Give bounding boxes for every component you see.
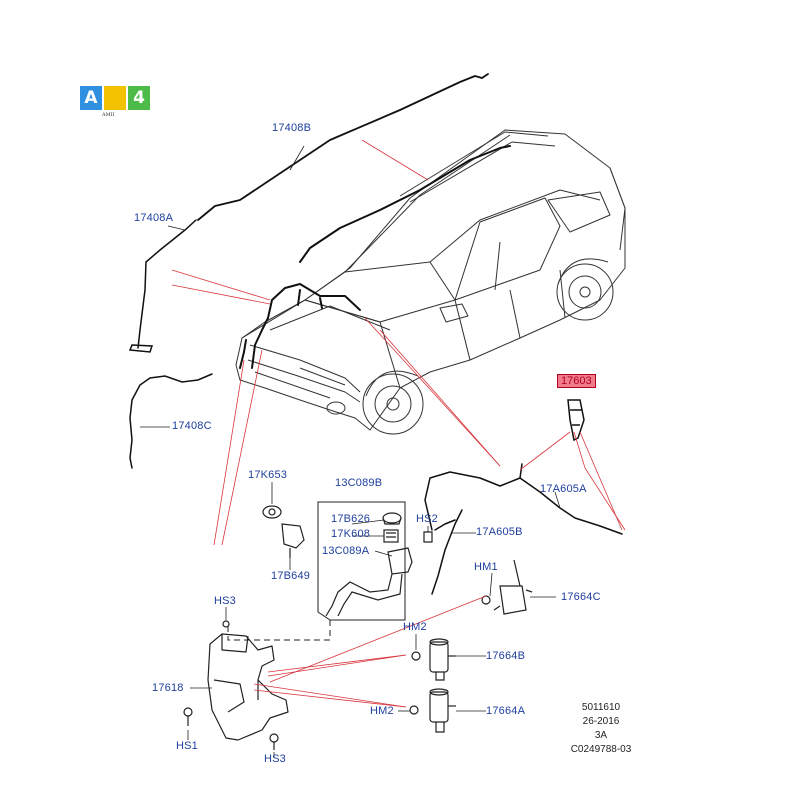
label-17664A: 17664A xyxy=(486,705,526,717)
reference-line-1: 5011610 xyxy=(581,702,621,713)
label-17408A: 17408A xyxy=(134,212,174,224)
pump-17664B xyxy=(411,638,456,681)
reference-line-3: 3A xyxy=(594,730,608,741)
box-13C089B xyxy=(227,501,406,641)
label-17603-highlighted: 17603 xyxy=(557,374,596,388)
label-17664B: 17664B xyxy=(486,650,526,662)
label-HS2: HS2 xyxy=(416,513,438,525)
reservoir-17618 xyxy=(207,633,289,741)
label-17A605B: 17A605B xyxy=(476,526,523,538)
label-17B626: 17B626 xyxy=(331,513,371,525)
label-HS1: HS1 xyxy=(176,740,198,752)
hose-17408A xyxy=(128,219,197,353)
washer-jet-17603 xyxy=(567,399,585,442)
hose-17408B xyxy=(197,73,489,221)
logo-middle-box xyxy=(104,86,126,110)
connector-HS2 xyxy=(423,531,433,543)
label-17A605A: 17A605A xyxy=(540,483,587,495)
label-HM1: HM1 xyxy=(474,561,498,573)
label-13C089B: 13C089B xyxy=(335,477,383,489)
label-17408B: 17408B xyxy=(272,122,312,134)
filler-pipe-13C089A xyxy=(325,547,413,617)
label-17K653: 17K653 xyxy=(248,469,288,481)
logo-right-box: 4 xyxy=(128,86,150,110)
black-leaders xyxy=(140,145,561,758)
reference-line-4: C0249788-03 xyxy=(570,744,632,755)
part-17K653 xyxy=(262,505,282,519)
label-17K608: 17K608 xyxy=(331,528,371,540)
filter-17K608 xyxy=(383,529,399,543)
red-leaders xyxy=(171,139,626,708)
label-13C089A: 13C089A xyxy=(322,545,370,557)
label-17664C: 17664C xyxy=(561,591,601,603)
vehicle-drawing xyxy=(235,129,626,435)
fasteners xyxy=(183,620,279,750)
label-HS3-bottom: HS3 xyxy=(264,753,286,765)
part-17B649 xyxy=(281,523,305,558)
label-17408C: 17408C xyxy=(172,420,212,432)
vehicle-hoses xyxy=(239,145,511,369)
hose-17A605 xyxy=(424,463,623,595)
logo: A 4 AMII xyxy=(80,86,152,120)
label-HM2-top: HM2 xyxy=(403,621,427,633)
pump-17664A xyxy=(409,688,456,733)
label-HS3-top: HS3 xyxy=(214,595,236,607)
hose-17408C xyxy=(129,373,213,469)
reference-line-2: 26-2016 xyxy=(582,716,620,727)
logo-left-box: A xyxy=(80,86,102,110)
label-17618: 17618 xyxy=(152,682,184,694)
cap-17B626 xyxy=(382,512,402,525)
pump-17664C xyxy=(481,559,533,615)
label-HM2-bottom: HM2 xyxy=(370,705,394,717)
logo-caption: AMII xyxy=(102,112,115,118)
label-17B649: 17B649 xyxy=(271,570,311,582)
